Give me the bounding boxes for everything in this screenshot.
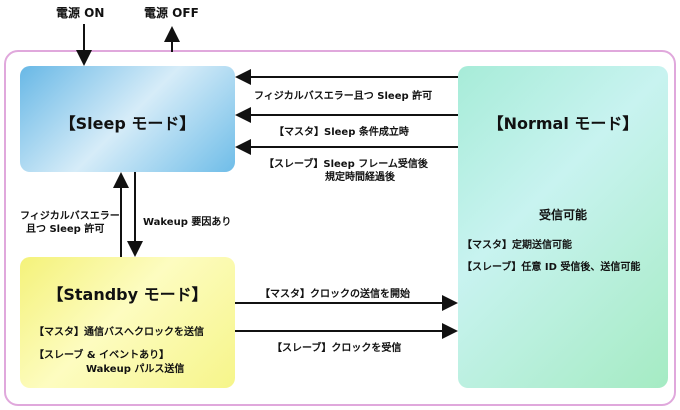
standby-master-text: 【マスタ】通信バスへクロックを送信 bbox=[34, 327, 204, 338]
normal-slave-text: 【スレーブ】任意 ID 受信後、送信可能 bbox=[462, 262, 641, 273]
standby-slave-text-2: Wakeup パルス送信 bbox=[86, 364, 185, 375]
transition-label: Wakeup 要因あり bbox=[143, 217, 232, 228]
transition-label: 且つ Sleep 許可 bbox=[26, 224, 105, 235]
standby-slave-text: 【スレーブ & イベントあり】 bbox=[34, 350, 170, 361]
power-off-label: 電源 OFF bbox=[144, 6, 199, 20]
transition-label: フィジカルバスエラー bbox=[20, 211, 120, 222]
normal-mode-state: 【Normal モード】 受信可能 【マスタ】定期送信可能 【スレーブ】任意 I… bbox=[458, 66, 668, 388]
sleep-mode-title: 【Sleep モード】 bbox=[59, 114, 196, 133]
transition-label: 規定時間経過後 bbox=[325, 172, 395, 183]
normal-subtitle: 受信可能 bbox=[538, 208, 587, 222]
transition-label: 【スレーブ】クロックを受信 bbox=[272, 343, 402, 354]
standby-mode-state: 【Standby モード】 【マスタ】通信バスへクロックを送信 【スレーブ & … bbox=[20, 257, 235, 388]
normal-mode-title: 【Normal モード】 bbox=[487, 114, 639, 133]
transition-label: 【マスタ】Sleep 条件成立時 bbox=[274, 127, 409, 138]
transition-label: 【マスタ】クロックの送信を開始 bbox=[260, 289, 410, 300]
system-boundary bbox=[4, 50, 676, 406]
transition-label: 【スレーブ】Sleep フレーム受信後 bbox=[264, 159, 428, 170]
sleep-mode-state: 【Sleep モード】 bbox=[20, 66, 235, 172]
power-on-label: 電源 ON bbox=[56, 6, 105, 20]
normal-master-text: 【マスタ】定期送信可能 bbox=[462, 240, 572, 251]
standby-mode-title: 【Standby モード】 bbox=[47, 285, 208, 304]
transition-label: フィジカルバスエラー且つ Sleep 許可 bbox=[254, 91, 433, 102]
